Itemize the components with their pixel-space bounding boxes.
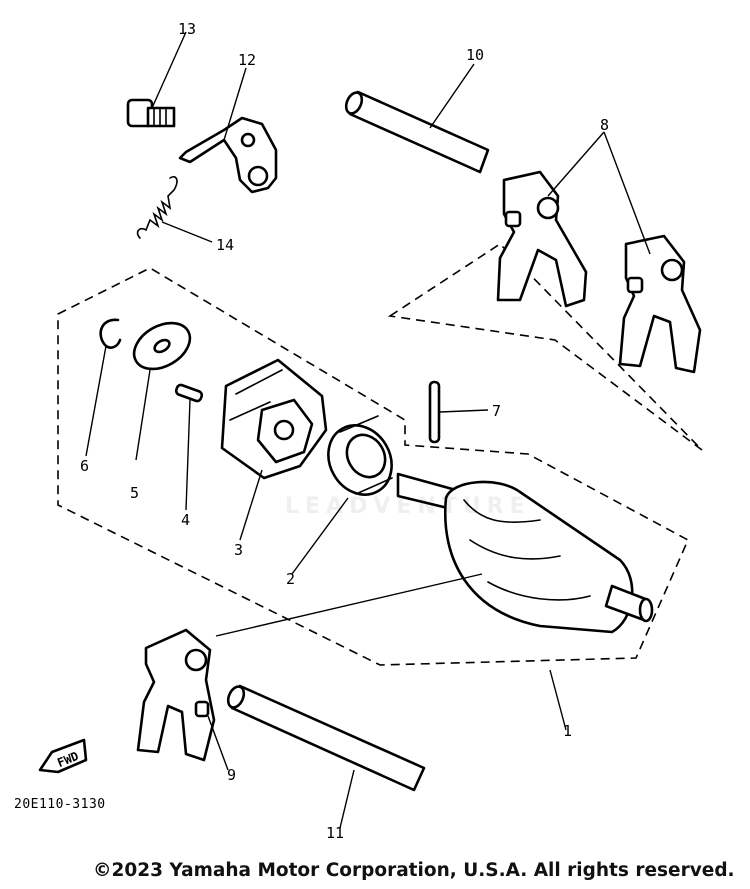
copyright-notice: ©2023 Yamaha Motor Corporation, U.S.A. A… <box>93 860 735 881</box>
callout-5: 5 <box>130 484 139 502</box>
part-8-shift-fork-upper[interactable] <box>496 170 588 308</box>
callout-14: 14 <box>216 236 234 254</box>
assembly-group-outline <box>57 267 690 666</box>
part-11-fork-guide-bar[interactable] <box>225 684 426 792</box>
watermark: LEADVENTURE <box>285 494 531 519</box>
part-14-spring[interactable] <box>136 175 178 239</box>
forward-direction-arrow: FWD <box>38 738 88 774</box>
part-code: 20E110-3130 <box>14 797 106 812</box>
callout-2: 2 <box>286 570 295 588</box>
callout-9: 9 <box>227 766 236 784</box>
callout-10: 10 <box>466 46 484 64</box>
part-2-bearing[interactable] <box>316 414 404 506</box>
callout-4: 4 <box>181 511 190 529</box>
part-3-segment[interactable] <box>220 358 328 480</box>
leader-lines <box>85 31 651 829</box>
callout-13: 13 <box>178 20 196 38</box>
part-8-shift-fork-lower[interactable] <box>618 234 702 374</box>
callout-7: 7 <box>492 402 501 420</box>
callout-12: 12 <box>238 51 256 69</box>
part-13-bolt[interactable] <box>126 98 176 128</box>
part-10-fork-guide-bar[interactable] <box>343 90 490 174</box>
callout-11: 11 <box>326 824 344 842</box>
part-6-circlip[interactable] <box>99 318 122 349</box>
callout-1: 1 <box>563 722 572 740</box>
callout-3: 3 <box>234 541 243 559</box>
callout-8: 8 <box>600 116 609 134</box>
part-9-shift-fork[interactable] <box>136 628 216 762</box>
callout-6: 6 <box>80 457 89 475</box>
part-5-washer[interactable] <box>126 314 198 379</box>
part-1-shift-cam[interactable] <box>396 472 654 634</box>
part-4-dowel-pin[interactable] <box>174 383 204 403</box>
part-7-pin[interactable] <box>428 380 441 444</box>
